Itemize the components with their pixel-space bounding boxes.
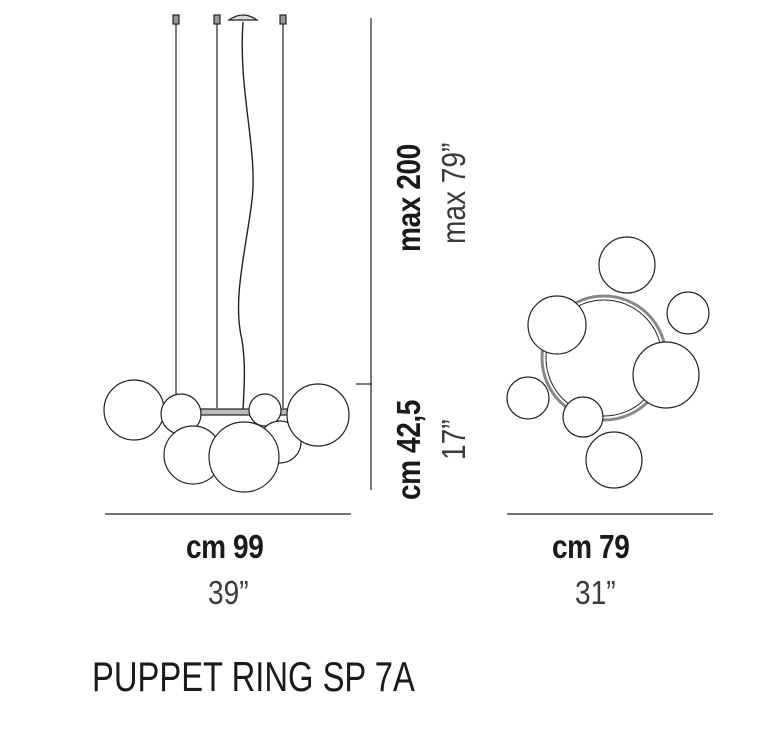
top-width-metric: cm 79	[552, 528, 630, 565]
glass-globe	[598, 236, 656, 294]
max-height-imperial: max 79”	[435, 142, 472, 244]
side-width-metric: cm 99	[186, 528, 264, 565]
glass-globe	[286, 383, 350, 447]
glass-globe	[208, 421, 280, 493]
product-title: PUPPET RING SP 7A	[92, 653, 415, 700]
glass-globe	[585, 431, 643, 489]
glass-globe	[527, 295, 587, 355]
cable-cap	[279, 14, 287, 25]
lamp-height-metric: cm 42,5	[390, 400, 427, 500]
top-view	[506, 236, 713, 515]
height-dimensions	[356, 18, 372, 490]
glass-globe	[248, 393, 282, 427]
max-height-metric: max 200	[390, 144, 427, 252]
cable-cap	[172, 14, 180, 25]
glass-globe	[506, 376, 550, 420]
glass-globe	[632, 341, 700, 409]
side-width-imperial: 39”	[208, 574, 249, 611]
glass-globe	[103, 379, 165, 441]
side-view	[103, 14, 351, 515]
glass-globe	[666, 291, 710, 335]
power-cord	[237, 21, 254, 411]
lamp-height-imperial: 17”	[435, 419, 472, 460]
ceiling-canopy	[227, 14, 259, 21]
cable-cap	[213, 14, 221, 25]
glass-globe	[562, 396, 604, 438]
top-width-imperial: 31”	[575, 574, 616, 611]
